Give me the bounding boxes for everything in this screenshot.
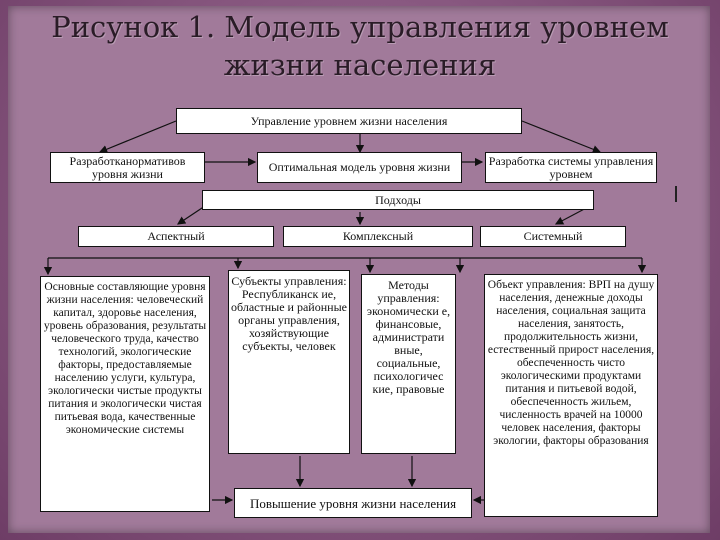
box-aspect: Аспектный [78,226,274,247]
box-system: Системный [480,226,626,247]
box-aspect-text: Аспектный [147,229,205,243]
box-object: Объект управления: ВРП на душу населения… [484,274,658,517]
box-methods-text: Методы управления: экономически е, финан… [366,278,451,396]
box-optimal-model: Оптимальная модель уровня жизни [257,152,462,183]
box-components: Основные составляющие уровня жизни насел… [40,276,210,512]
box-subjects-text: Субъекты управления: Республиканск ие, о… [231,274,347,353]
box-object-text: Объект управления: ВРП на душу населения… [487,279,655,447]
box-complex: Комплексный [283,226,473,247]
page-title: Рисунок 1. Модель управления уровнем жиз… [20,8,700,84]
box-top-management: Управление уровнем жизни населения [176,108,522,134]
box-norms-text: Разработканормативов уровня жизни [69,153,186,181]
box-top-management-text: Управление уровнем жизни населения [250,113,448,128]
box-result-text: Повышение уровня жизни населения [249,495,457,511]
box-result: Повышение уровня жизни населения [234,488,472,518]
box-subjects: Субъекты управления: Республиканск ие, о… [228,270,350,454]
box-methods: Методы управления: экономически е, финан… [361,274,456,454]
title-line-1: Рисунок 1. Модель управления уровнем [51,10,669,44]
box-system-development-text: Разработка системы управления уровнем [488,153,654,181]
box-complex-text: Комплексный [342,229,414,243]
box-approaches: Подходы [202,190,594,210]
box-system-text: Системный [523,229,583,243]
title-line-2: жизни населения [223,48,497,82]
edge-mark [675,186,677,202]
box-system-development: Разработка системы управления уровнем [485,152,657,183]
box-optimal-model-text: Оптимальная модель уровня жизни [268,160,451,174]
box-components-text: Основные составляющие уровня жизни насел… [43,281,207,436]
box-approaches-text: Подходы [375,192,421,207]
box-norms: Разработканормативов уровня жизни [50,152,205,183]
